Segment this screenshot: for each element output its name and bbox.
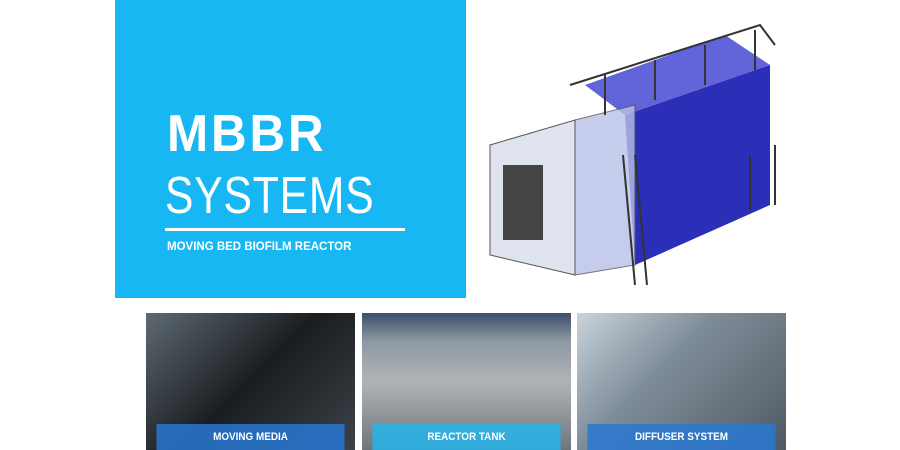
tile-caption: DIFFUSER SYSTEM [587, 424, 776, 450]
hero-banner: MBBR SYSTEMS MOVING BED BIOFILM REACTOR [115, 0, 466, 298]
tile-moving-media: MOVING MEDIA [146, 313, 355, 450]
mbbr-system-render-image [489, 23, 776, 286]
tile-caption: MOVING MEDIA [156, 424, 345, 450]
title-divider [165, 228, 405, 231]
hero-title: MBBR [167, 105, 327, 163]
tile-diffuser-system: DIFFUSER SYSTEM [577, 313, 786, 450]
tile-reactor-tank: REACTOR TANK [362, 313, 571, 450]
hero-subtitle: MOVING BED BIOFILM REACTOR [167, 241, 352, 253]
hero-title-secondary: SYSTEMS [165, 167, 375, 225]
tile-caption: REACTOR TANK [372, 424, 561, 450]
